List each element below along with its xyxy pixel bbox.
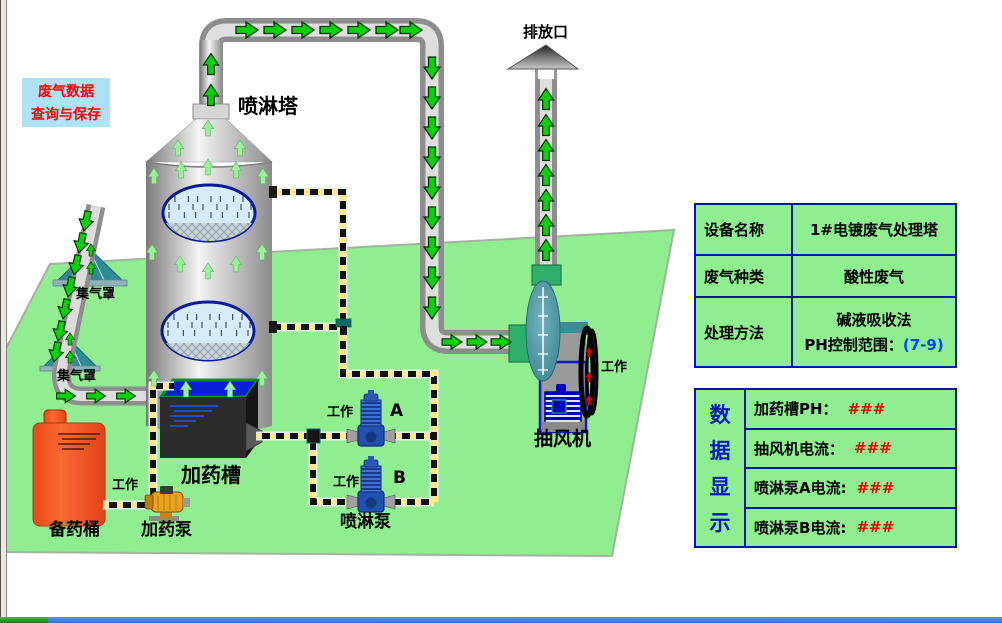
spray-section-lower <box>160 300 256 362</box>
pump-b-current-value: ### <box>856 518 895 537</box>
data-display-vertical-title: 数 据 显 示 <box>696 390 746 546</box>
spare-barrel-label: 备药桶 <box>49 520 100 540</box>
hood1-label: 集气罩 <box>76 287 116 302</box>
waste-gas-data-query-save-button[interactable]: 废气数据 查询与保存 <box>22 78 110 127</box>
treatment-method-line1: 碱液吸收法 <box>836 311 912 329</box>
stack-cap <box>506 44 580 79</box>
data-row-pump-b-current: 喷淋泵B电流: ### <box>746 506 955 547</box>
working-status-fan: 工作 <box>601 360 628 375</box>
query-button-line1: 废气数据 <box>38 84 94 100</box>
equipment-info-table: 设备名称 1#电镀废气处理塔 废气种类 酸性废气 处理方法 碱液吸收法 PH控制… <box>694 203 957 368</box>
flow-arrows <box>48 20 593 406</box>
data-display-table: 数 据 显 示 加药槽PH： ### 抽风机电流： ### 喷淋泵A电流: ##… <box>694 388 957 548</box>
dosing-tank <box>158 378 263 458</box>
dosing-pump <box>144 486 190 521</box>
dosing-tank-label: 加药槽 <box>181 463 241 487</box>
ph-range-value: (7-9) <box>902 336 944 354</box>
query-button-line2: 查询与保存 <box>31 107 101 123</box>
data-row-pump-a-current: 喷淋泵A电流: ### <box>746 467 955 507</box>
fan-current-value: ### <box>854 439 892 458</box>
exhaust-fan-label: 抽风机 <box>534 428 592 450</box>
info-row3-value: 碱液吸收法 PH控制范围：(7-9) <box>791 296 955 366</box>
spray-section-upper <box>161 183 257 243</box>
exhaust-fan <box>508 264 599 434</box>
info-row2-label: 废气种类 <box>696 254 791 296</box>
bottom-bar-green-segment <box>0 617 48 623</box>
data-row-fan-current: 抽风机电流： ### <box>746 427 955 468</box>
treatment-method-line2: PH控制范围：(7-9) <box>804 336 944 354</box>
working-status-dosing-pump: 工作 <box>112 478 139 493</box>
pump-b-label: B <box>393 468 406 488</box>
working-status-pump-b: 工作 <box>333 475 360 490</box>
info-row2-value: 酸性废气 <box>791 254 955 296</box>
window-bottom-bar <box>0 617 1002 623</box>
info-row3-label: 处理方法 <box>696 296 791 366</box>
info-row1-label: 设备名称 <box>704 221 765 239</box>
dosing-pump-label: 加药泵 <box>141 520 192 540</box>
tank-ph-value: ### <box>847 399 886 418</box>
working-status-pump-a: 工作 <box>327 405 354 420</box>
spray-pump-label: 喷淋泵 <box>340 512 391 532</box>
window-left-border <box>0 0 7 623</box>
pump-a-label: A <box>390 401 404 421</box>
data-row-tank-ph: 加药槽PH： ### <box>754 399 886 419</box>
outlet-label: 排放口 <box>523 23 569 41</box>
pump-a-current-value: ### <box>856 478 895 497</box>
spare-barrel <box>32 409 106 527</box>
info-row1-value: 1#电镀废气处理塔 <box>791 205 955 254</box>
chemical-pipes <box>103 186 439 510</box>
hood2-label: 集气罩 <box>57 369 97 384</box>
spray-tower-label: 喷淋塔 <box>238 94 298 118</box>
